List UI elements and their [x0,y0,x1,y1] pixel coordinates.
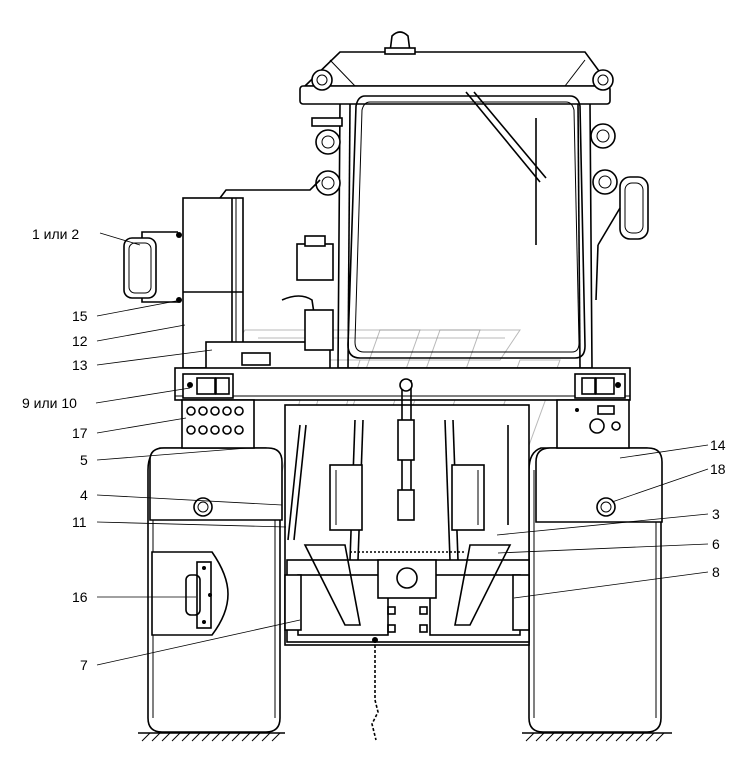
right-control-panel [556,399,630,449]
callout-7: 7 [80,657,88,673]
callout-17: 17 [72,425,88,441]
callout-4: 4 [80,487,88,503]
ground [138,732,672,742]
left-mirror [123,231,182,303]
callout-12: 12 [72,333,88,349]
callout-8: 8 [712,564,720,580]
left-rear-lamp [182,373,234,399]
callout-1-or-2: 1 или 2 [32,226,79,242]
left-fender [149,447,283,521]
callout-15: 15 [72,308,88,324]
callout-3: 3 [712,506,720,522]
callout-6: 6 [712,536,720,552]
callout-labels: 1 или 2 15 12 13 9 или 10 17 5 4 11 16 7… [22,226,726,673]
right-fender [535,447,663,523]
leader-lines [95,232,709,666]
wheel-hub-weight [151,551,229,636]
callout-11: 11 [72,514,87,530]
cab [299,31,618,369]
right-rear-lamp [574,373,626,399]
callout-13: 13 [72,357,88,373]
callout-9-or-10: 9 или 10 [22,395,77,411]
fuel-tank-assembly [182,179,334,369]
hydraulic-tank [205,295,334,373]
right-mirror [595,176,649,301]
callout-16: 16 [72,589,88,605]
callout-14: 14 [710,437,726,453]
hydraulic-outlet-panel [181,399,255,449]
callout-5: 5 [80,452,88,468]
callout-18: 18 [710,461,726,477]
rear-linkage [284,378,530,741]
